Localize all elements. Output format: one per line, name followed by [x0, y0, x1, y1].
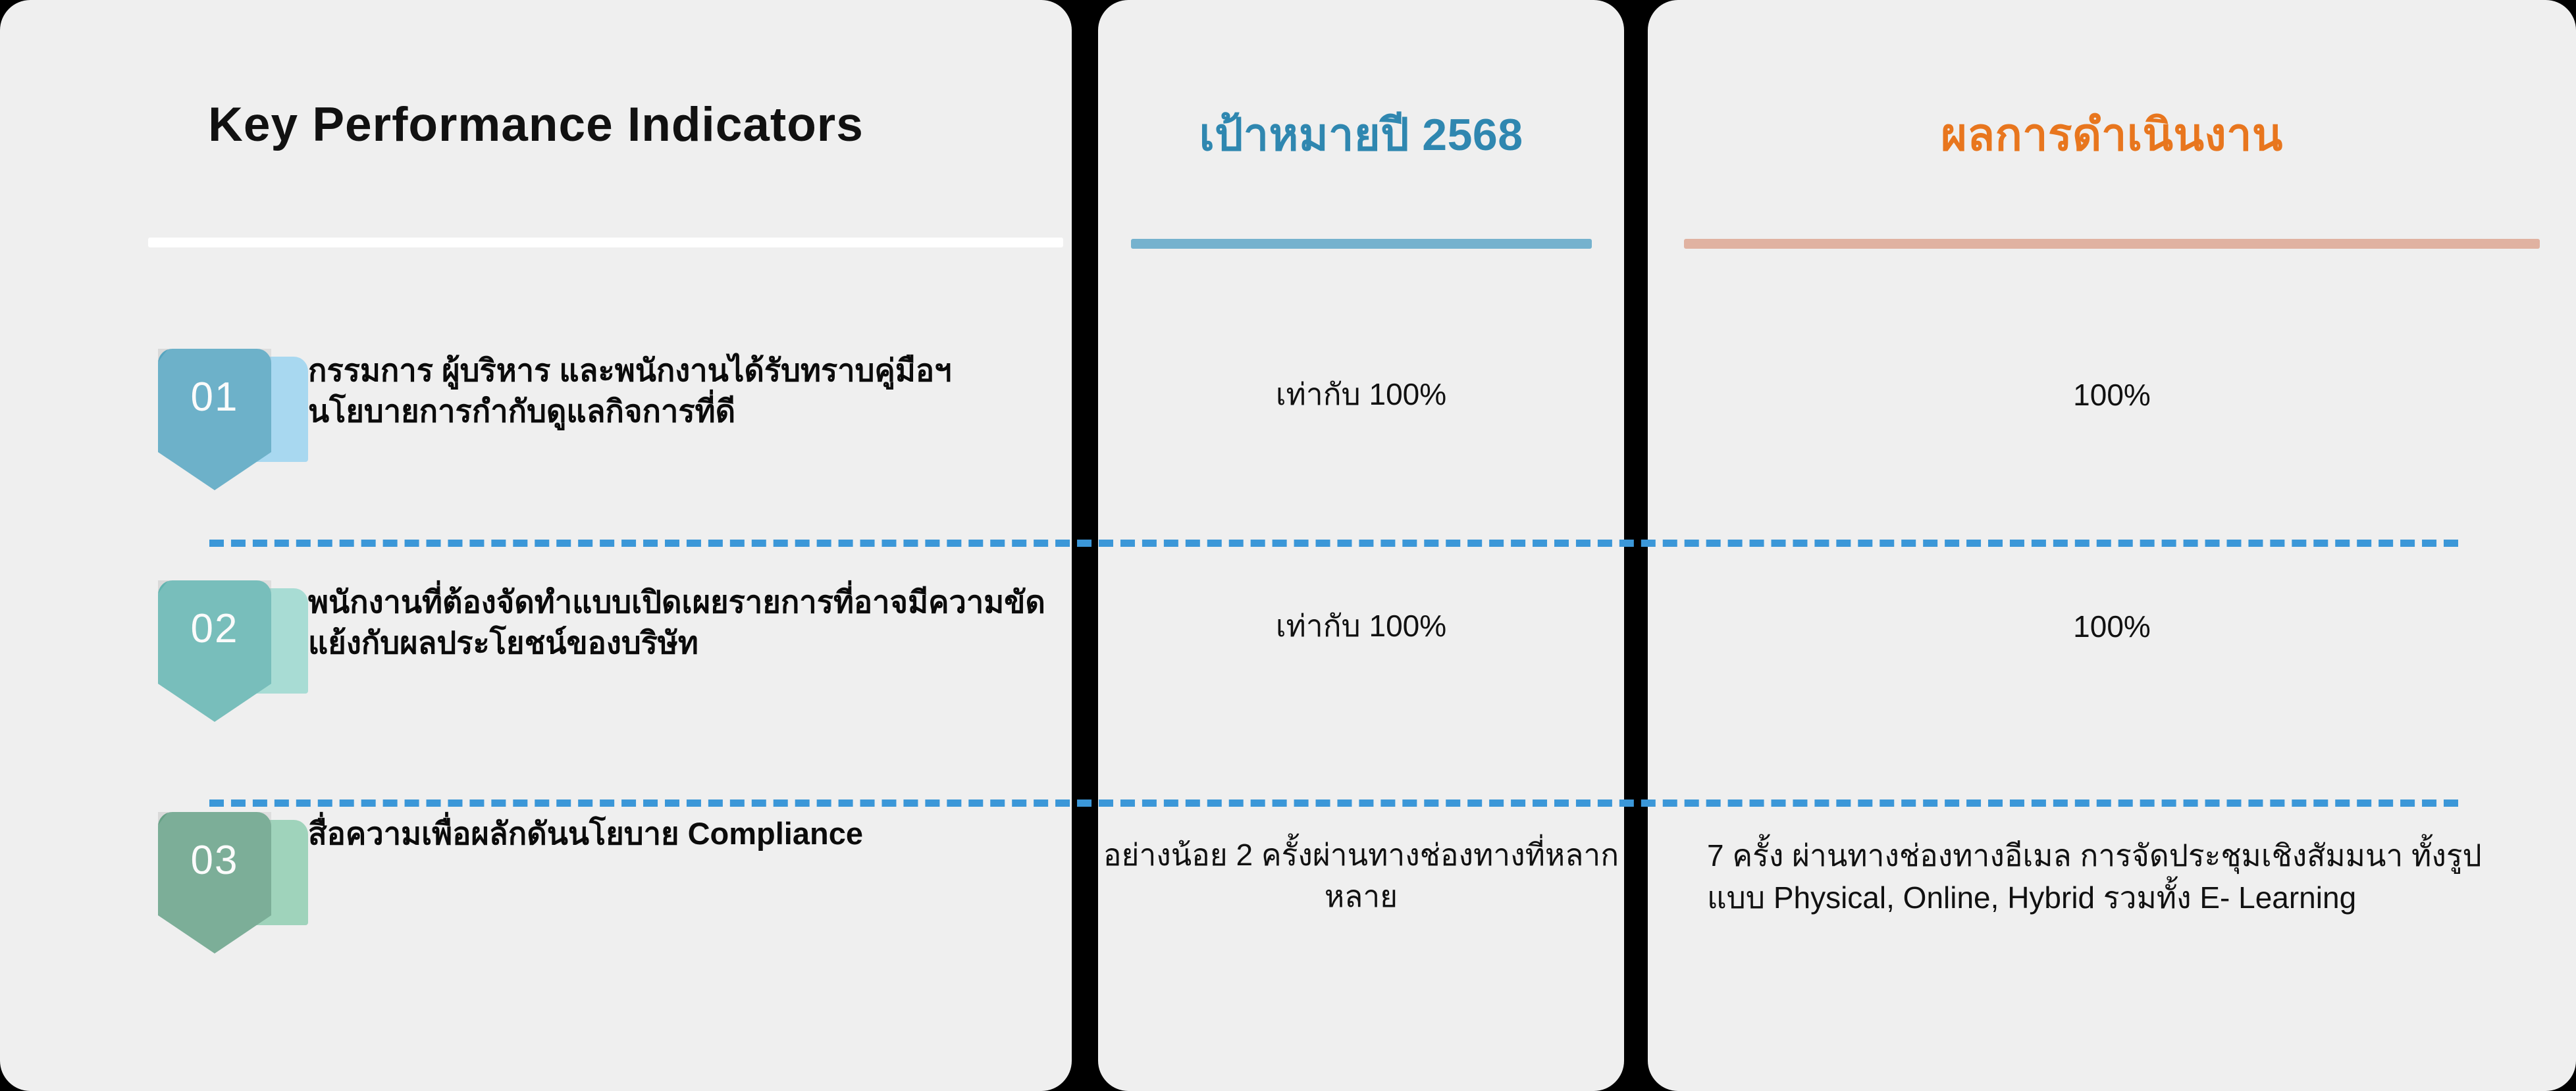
- kpi-row: 02 พนักงานที่ต้องจัดทำแบบเปิดเผยรายการที…: [0, 580, 1072, 725]
- header-rule-result: [1684, 239, 2540, 249]
- row-number-badge: 01: [158, 349, 308, 494]
- kpi-row: 01 กรรมการ ผู้บริหาร และพนักงานได้รับทรา…: [0, 349, 1072, 494]
- column-header-target: เป้าหมายปี 2568: [1199, 110, 1523, 160]
- row-number-badge: 03: [158, 812, 308, 957]
- target-value: เท่ากับ 100%: [1275, 377, 1447, 411]
- kpi-description: สื่อความเพื่อผลักดันนโยบาย Compliance: [308, 816, 863, 851]
- target-value: เท่ากับ 100%: [1275, 609, 1447, 643]
- kpi-description: กรรมการ ผู้บริหาร และพนักงานได้รับทราบคู…: [308, 353, 952, 429]
- kpi-description: พนักงานที่ต้องจัดทำแบบเปิดเผยรายการที่อา…: [308, 584, 1045, 661]
- column-header-result: ผลการดำเนินงาน: [1941, 110, 2283, 160]
- result-value: 100%: [2073, 609, 2151, 644]
- badge-number-label: 02: [190, 606, 239, 651]
- result-value: 100%: [2073, 378, 2151, 412]
- badge-number-label: 03: [190, 838, 239, 883]
- header-rule-kpi: [148, 238, 1063, 247]
- row-divider: [209, 540, 2458, 547]
- target-value: อย่างน้อย 2 ครั้งผ่านทางช่องทางที่หลากหล…: [1103, 838, 1619, 914]
- badge-number-label: 01: [190, 374, 239, 420]
- column-header-kpi: Key Performance Indicators: [208, 98, 864, 151]
- kpi-row: 03 สื่อความเพื่อผลักดันนโยบาย Compliance: [0, 812, 1072, 957]
- row-divider: [209, 799, 2458, 807]
- header-rule-target: [1131, 239, 1592, 249]
- result-value: 7 ครั้ง ผ่านทางช่องทางอีเมล การจัดประชุม…: [1707, 838, 2482, 915]
- row-number-badge: 02: [158, 580, 308, 725]
